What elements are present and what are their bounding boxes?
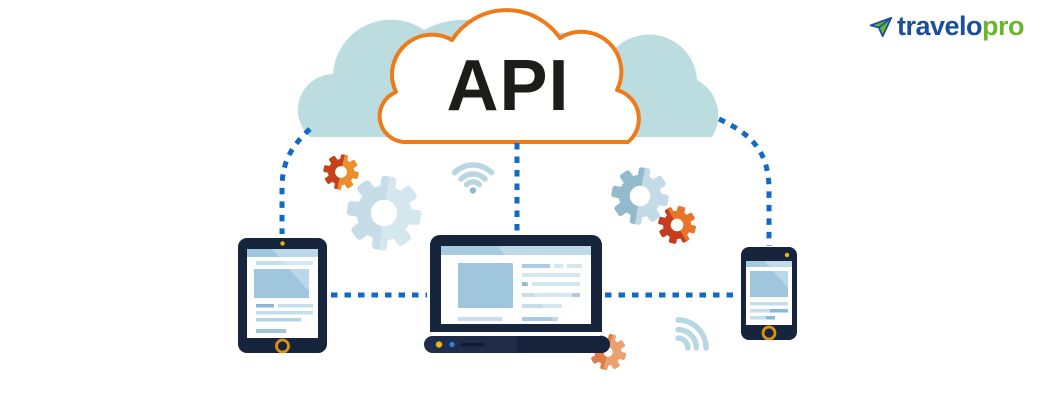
api-cloud-label: API [446, 46, 570, 126]
phone-home-button [761, 325, 777, 341]
tablet-camera-dot [280, 241, 285, 246]
gear-icon [320, 151, 362, 193]
brand-name-secondary: pro [982, 11, 1025, 41]
tablet-home-button [275, 338, 290, 354]
brand-logo[interactable]: travelopro [868, 11, 1025, 41]
cloud-front-shape [377, 8, 641, 144]
wifi-icon [675, 317, 709, 351]
smartphone-device [741, 247, 797, 341]
tablet-device [238, 238, 327, 354]
wifi-icon [451, 162, 495, 194]
connection-line-cloud-tablet [279, 127, 312, 234]
brand-name-primary: travelo [896, 11, 983, 41]
gear-icon [606, 162, 674, 230]
laptop-device [424, 235, 610, 353]
phone-camera-dot [784, 252, 790, 258]
brand-name: travelopro [896, 11, 1025, 41]
laptop-indicator-dot [449, 341, 455, 348]
connection-line-cloud-phone [717, 116, 772, 246]
paper-plane-icon [869, 16, 893, 37]
gear-icon [651, 199, 703, 251]
gear-icon [342, 171, 426, 255]
laptop-indicator-dot [435, 341, 443, 348]
